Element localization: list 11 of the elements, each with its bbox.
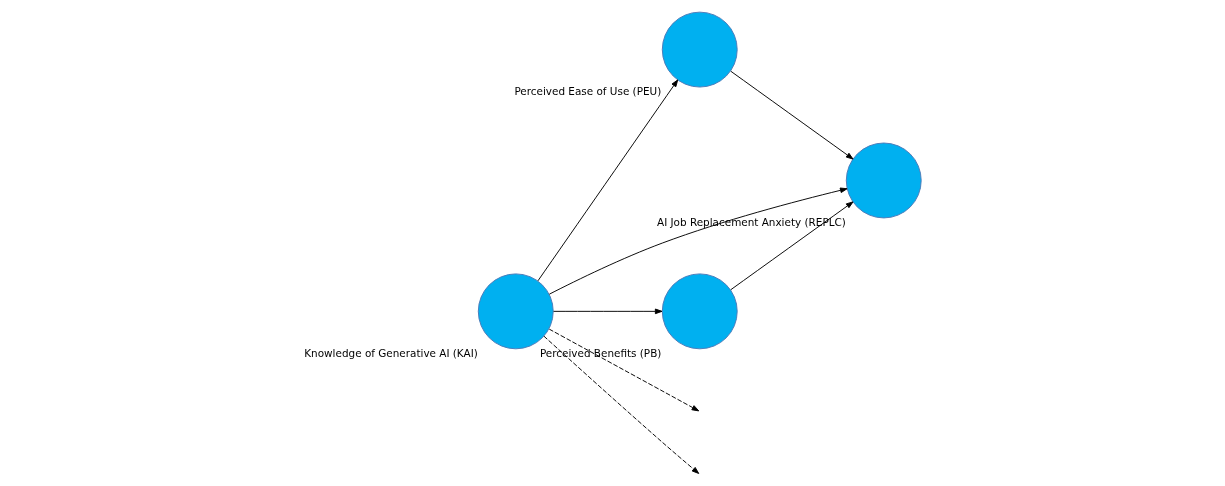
arrow (548, 187, 848, 295)
arrow (553, 308, 663, 315)
arrow (730, 70, 854, 160)
node-label: Perceived Ease of Use (PEU) (514, 85, 662, 98)
arrow (537, 79, 679, 282)
node-label: Perceived Benefits (PB) (539, 347, 662, 360)
node-circle (661, 273, 738, 350)
arrow (548, 328, 700, 412)
node-label: Knowledge of Generative AI (KAI) (304, 347, 478, 360)
node-circle (477, 273, 554, 350)
arrow (543, 335, 700, 474)
